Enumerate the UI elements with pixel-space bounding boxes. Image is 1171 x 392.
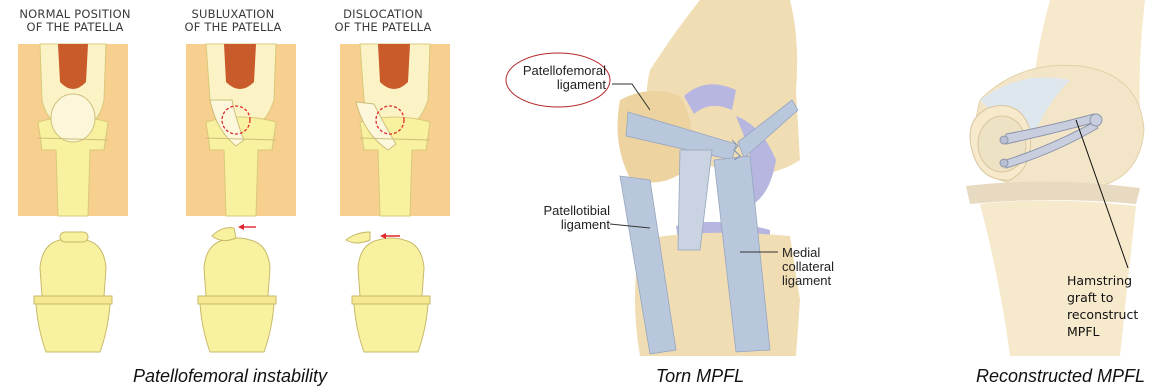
knee-axial-dislocation (346, 232, 430, 352)
caption-reconstructed-mpfl: Reconstructed MPFL (950, 366, 1171, 387)
torn-mpfl-illustration (500, 0, 840, 360)
knee-axial-normal (34, 232, 112, 352)
caption-torn-mpfl: Torn MPFL (600, 366, 800, 387)
label-patellofemoral-ligament: Patellofemoral ligament (504, 64, 606, 92)
knee-front-normal (18, 44, 128, 216)
knee-front-subluxation (186, 44, 296, 216)
label-hamstring-graft: Hamstring graft to reconstruct MPFL (1067, 272, 1167, 340)
patella-instability-illustration (0, 0, 470, 360)
knee-axial-subluxation (198, 224, 276, 352)
label-patellotibial-ligament: Patellotibial ligament (510, 204, 610, 232)
panel-torn-mpfl: Patellofemoral ligament Patellotibial li… (500, 0, 840, 392)
panel-patellofemoral-instability: NORMAL POSITION OF THE PATELLA SUBLUXATI… (0, 0, 420, 392)
label-medial-collateral-ligament: Medial collateral ligament (782, 246, 862, 288)
caption-patellofemoral-instability: Patellofemoral instability (40, 366, 420, 387)
knee-front-dislocation (340, 44, 450, 216)
panel-reconstructed-mpfl: Hamstring graft to reconstruct MPFL Reco… (940, 0, 1171, 392)
